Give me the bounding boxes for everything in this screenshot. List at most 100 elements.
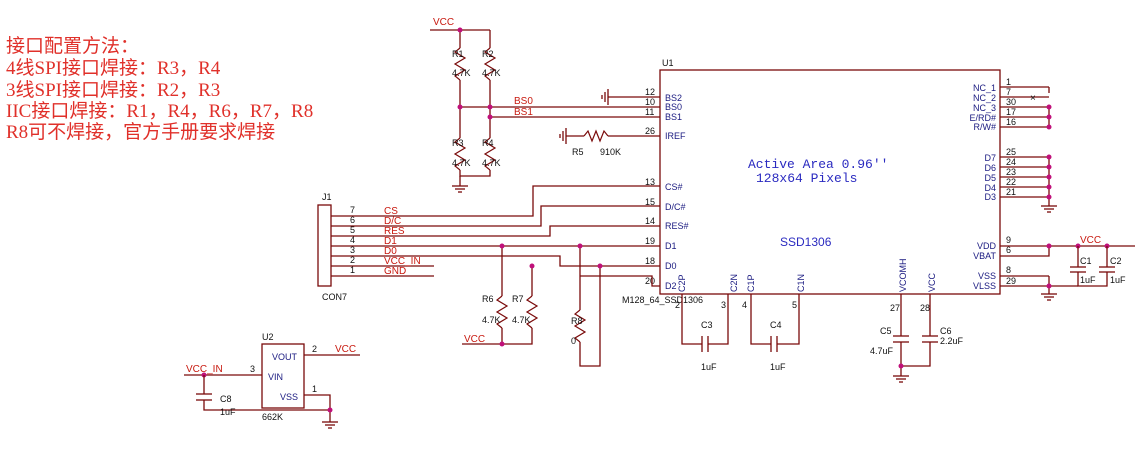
vcc-label-top: VCC bbox=[433, 17, 454, 28]
junction-vdd bbox=[1046, 243, 1052, 249]
junction-d7 bbox=[1046, 154, 1052, 160]
pin-label-vdd: VDD bbox=[977, 241, 997, 251]
pin-label-rw: R/W# bbox=[974, 122, 997, 132]
r7-ref: R7 bbox=[512, 294, 524, 304]
c6-value: 2.2uF bbox=[940, 336, 964, 346]
junction-d6 bbox=[1046, 164, 1052, 170]
junction-bs1 bbox=[487, 114, 493, 120]
c4-ref: C4 bbox=[770, 320, 782, 330]
net-label-res: RES bbox=[384, 226, 405, 237]
bs-config-resistors: VCC R1 4.7K R2 4.7K R3 4.7K R4 4.7K bbox=[430, 17, 501, 193]
pin-num-24: 24 bbox=[1006, 157, 1016, 167]
net-label-bs0: BS0 bbox=[514, 96, 533, 107]
u2-pin-label-vout: VOUT bbox=[272, 352, 298, 362]
pin-label-vbat: VBAT bbox=[973, 251, 996, 261]
junction-c5-c6 bbox=[898, 363, 904, 369]
r5-value: 910K bbox=[600, 147, 621, 157]
r1-value: 4.7K bbox=[452, 68, 471, 78]
r3-value: 4.7K bbox=[452, 158, 471, 168]
note-iic: IIC接口焊接：R1，R4，R6，R7，R8 bbox=[6, 101, 314, 122]
junction-d0-r8 bbox=[597, 263, 603, 269]
j1-part: CON7 bbox=[322, 292, 347, 302]
pin-label-bs0: BS0 bbox=[665, 102, 682, 112]
pin-label-d1: D1 bbox=[665, 241, 677, 251]
vss-ground-icon bbox=[1040, 293, 1058, 301]
junction-vlss bbox=[1046, 283, 1052, 289]
junction-nc3 bbox=[1046, 104, 1052, 110]
pin-num-17: 17 bbox=[1006, 107, 1016, 117]
r4-resistor bbox=[483, 137, 497, 171]
pin-num-29: 29 bbox=[1006, 276, 1016, 286]
c6-ref: C6 bbox=[940, 326, 952, 336]
net-label-cs: CS bbox=[384, 206, 398, 217]
vcomh-vcc-caps: C5 4.7uF C6 2.2uF bbox=[870, 294, 964, 383]
pixels-label: 128x64 Pixels bbox=[756, 171, 857, 186]
cap-ground-icon bbox=[892, 375, 910, 383]
r8-value: 0 bbox=[571, 336, 576, 346]
j1-connector: J1 CON7 7 6 5 4 3 2 1 CS D/C RES D1 D0 V… bbox=[317, 192, 421, 302]
r2-resistor bbox=[483, 47, 497, 81]
net-label-bs1: BS1 bbox=[514, 107, 533, 118]
pin-num-13: 13 bbox=[645, 177, 655, 187]
pin-label-d3: D3 bbox=[984, 192, 996, 202]
pin-num-20: 20 bbox=[645, 276, 655, 286]
vcc-label-pullup: VCC bbox=[464, 334, 485, 345]
chip-name: SSD1306 bbox=[780, 235, 832, 249]
pin-num-27: 27 bbox=[890, 303, 900, 313]
r2-value: 4.7K bbox=[482, 68, 501, 78]
pin-label-vcomh: VCOMH bbox=[898, 259, 908, 293]
r1-ref: R1 bbox=[452, 49, 464, 59]
c8-ref: C8 bbox=[220, 394, 232, 404]
pin-num-18: 18 bbox=[645, 256, 655, 266]
pin-label-bs2: BS2 bbox=[665, 93, 682, 103]
pin-num-5: 5 bbox=[792, 300, 797, 310]
iref-ground-icon bbox=[559, 127, 567, 145]
pin-num-25: 25 bbox=[1006, 147, 1016, 157]
j1-pin-3: 3 bbox=[350, 245, 355, 255]
active-area-label: Active Area 0.96'' bbox=[748, 157, 888, 172]
u2-pin-num-1: 1 bbox=[312, 384, 317, 394]
u2-pin-num-3: 3 bbox=[250, 364, 255, 374]
pin-num-7: 7 bbox=[1006, 87, 1011, 97]
net-label-dc: D/C bbox=[384, 216, 401, 227]
junction-bs0 bbox=[457, 104, 463, 110]
pin-label-d2: D2 bbox=[665, 281, 677, 291]
u2-regulator: U2 662K VOUT VIN VSS 2 3 1 VCC VCC_IN C8… bbox=[184, 332, 360, 429]
pin-num-23: 23 bbox=[1006, 167, 1016, 177]
data-ground-icon bbox=[1040, 205, 1058, 213]
junction-d1-r8 bbox=[577, 243, 583, 249]
net-label-vcc-in: VCC_IN bbox=[384, 256, 421, 267]
net-label-gnd: GND bbox=[384, 266, 406, 277]
pin-num-14: 14 bbox=[645, 216, 655, 226]
pin-num-28: 28 bbox=[920, 303, 930, 313]
junction-erd bbox=[1046, 114, 1052, 120]
junction-d4 bbox=[1046, 184, 1052, 190]
pin-num-19: 19 bbox=[645, 236, 655, 246]
c5-ref: C5 bbox=[880, 326, 892, 336]
net-label-d0: D0 bbox=[384, 246, 397, 257]
u2-part: 662K bbox=[262, 412, 283, 422]
r8-ref: R8 bbox=[571, 316, 583, 326]
pin-label-iref: IREF bbox=[665, 131, 686, 141]
r6-value: 4.7K bbox=[482, 315, 501, 325]
pin-label-bs1: BS1 bbox=[665, 112, 682, 122]
vcc-in-label-u2: VCC_IN bbox=[186, 364, 223, 375]
u2-pin-label-vss: VSS bbox=[280, 392, 298, 402]
pin-label-d4: D4 bbox=[984, 183, 996, 193]
u1-left-wiring: BS0 BS1 R5 910K R8 0 bbox=[331, 88, 660, 367]
pin-label-nc2: NC_2 bbox=[973, 93, 996, 103]
pin-num-8: 8 bbox=[1006, 265, 1011, 275]
c8-value: 1uF bbox=[220, 407, 236, 417]
pin-num-11: 11 bbox=[645, 107, 654, 117]
pin-num-1: 1 bbox=[1006, 77, 1011, 87]
junction-d0-r7 bbox=[529, 263, 535, 269]
c1-ref: C1 bbox=[1080, 256, 1092, 266]
pin-num-16: 16 bbox=[1006, 117, 1016, 127]
c2-value: 1uF bbox=[1110, 275, 1126, 285]
note-r8: R8可不焊接，官方手册要求焊接 bbox=[6, 122, 276, 143]
r7-value: 4.7K bbox=[512, 315, 531, 325]
r1-resistor bbox=[453, 47, 467, 81]
pin-label-vlss: VLSS bbox=[973, 281, 996, 291]
junction-rw bbox=[1046, 124, 1052, 130]
